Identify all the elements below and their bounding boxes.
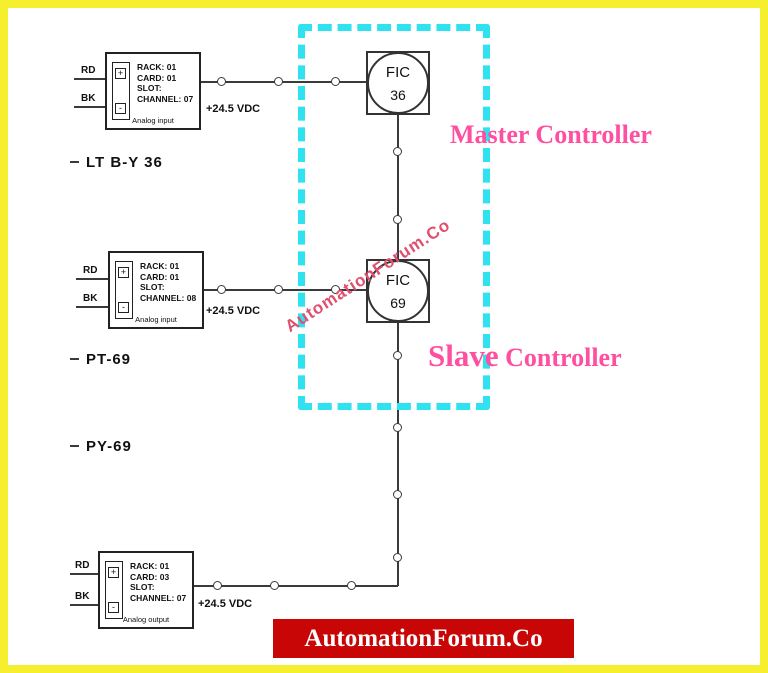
connection-node bbox=[393, 490, 402, 499]
connection-node bbox=[217, 77, 226, 86]
signal-card2-to-fic69 bbox=[204, 289, 366, 291]
footer-banner: AutomationForum.Co bbox=[273, 619, 574, 658]
controller-fic-36: FIC 36 bbox=[366, 51, 430, 115]
wire-bk-card1 bbox=[74, 106, 111, 108]
rack-label: RACK: 01 bbox=[140, 261, 180, 271]
connection-node bbox=[270, 581, 279, 590]
slave-rest: Controller bbox=[498, 343, 622, 372]
wire-bk-card2 bbox=[76, 306, 114, 308]
connection-node bbox=[393, 553, 402, 562]
minus-terminal: - bbox=[108, 602, 119, 613]
plus-terminal: + bbox=[108, 567, 119, 578]
channel-label: CHANNEL: 08 bbox=[140, 292, 197, 303]
tag-dash bbox=[70, 445, 79, 447]
io-card-1: + - RACK: 01 CARD: 01 SLOT: CHANNEL: 07 … bbox=[105, 52, 201, 130]
io-card-2-details: RACK: 01 CARD: 01 SLOT: CHANNEL: 08 bbox=[140, 261, 196, 303]
controller-number: 36 bbox=[390, 87, 406, 103]
io-card-1-details: RACK: 01 CARD: 01 SLOT: CHANNEL: 07 bbox=[137, 62, 193, 104]
slave-controller-label: Slave Controller bbox=[428, 338, 622, 374]
connection-node bbox=[393, 423, 402, 432]
terminal-strip: + - bbox=[112, 62, 130, 120]
tag-dash bbox=[70, 358, 79, 360]
controller-function: FIC bbox=[385, 64, 411, 81]
wire-bk-card3 bbox=[70, 604, 103, 606]
master-controller-label: Master Controller bbox=[450, 120, 652, 149]
wire-rd-card3 bbox=[70, 573, 103, 575]
slot-label: SLOT: bbox=[130, 582, 155, 592]
wire-rd-card2 bbox=[76, 278, 114, 280]
connection-node bbox=[393, 215, 402, 224]
terminal-strip: + - bbox=[105, 561, 123, 619]
signal-card1-to-fic36 bbox=[201, 81, 366, 83]
terminal-strip: + - bbox=[115, 261, 133, 319]
connection-node bbox=[331, 285, 340, 294]
tag-pt-69: PT-69 bbox=[86, 351, 132, 368]
wire-label-rd: RD bbox=[83, 265, 98, 276]
signal-fic36-to-fic69 bbox=[397, 115, 399, 259]
io-card-2: + - RACK: 01 CARD: 01 SLOT: CHANNEL: 08 … bbox=[108, 251, 204, 329]
rack-label: RACK: 01 bbox=[130, 561, 170, 571]
card-label: CARD: 01 bbox=[140, 271, 180, 282]
instrument-circle bbox=[367, 52, 429, 114]
card-label: CARD: 01 bbox=[137, 72, 177, 83]
io-card-3: + - RACK: 01 CARD: 03 SLOT: CHANNEL: 07 … bbox=[98, 551, 194, 629]
plus-terminal: + bbox=[118, 267, 129, 278]
io-card-2-type: Analog input bbox=[135, 315, 177, 324]
channel-label: CHANNEL: 07 bbox=[137, 93, 194, 104]
io-card-3-details: RACK: 01 CARD: 03 SLOT: CHANNEL: 07 bbox=[130, 561, 186, 603]
slave-word: Slave bbox=[428, 338, 499, 373]
wire-label-rd: RD bbox=[75, 560, 90, 571]
controller-function: FIC bbox=[385, 272, 411, 289]
signal-bottom-to-card3 bbox=[194, 585, 398, 587]
minus-terminal: - bbox=[115, 103, 126, 114]
connection-node bbox=[217, 285, 226, 294]
controller-number: 69 bbox=[390, 295, 406, 311]
tag-dash bbox=[70, 161, 79, 163]
io-card-1-type: Analog input bbox=[132, 116, 174, 125]
connection-node bbox=[393, 147, 402, 156]
connection-node bbox=[331, 77, 340, 86]
channel-label: CHANNEL: 07 bbox=[130, 592, 187, 603]
connection-node bbox=[213, 581, 222, 590]
connection-node bbox=[274, 285, 283, 294]
wire-label-bk: BK bbox=[81, 93, 96, 104]
io-card-3-type: Analog output bbox=[122, 615, 170, 624]
connection-node bbox=[274, 77, 283, 86]
supply-label-1: +24.5 VDC bbox=[206, 103, 261, 115]
tag-py-69: PY-69 bbox=[86, 438, 132, 455]
minus-terminal: - bbox=[118, 302, 129, 313]
connection-node bbox=[393, 351, 402, 360]
wire-label-rd: RD bbox=[81, 65, 96, 76]
tag-lt-by-36: LT B-Y 36 bbox=[86, 154, 163, 171]
slot-label: SLOT: bbox=[140, 282, 165, 292]
connection-node bbox=[347, 581, 356, 590]
controller-fic-69: FIC 69 bbox=[366, 259, 430, 323]
slot-label: SLOT: bbox=[137, 83, 162, 93]
plus-terminal: + bbox=[115, 68, 126, 79]
supply-label-2: +24.5 VDC bbox=[206, 305, 261, 317]
controller-highlight-box bbox=[298, 24, 490, 410]
wire-label-bk: BK bbox=[75, 591, 90, 602]
wire-label-bk: BK bbox=[83, 293, 98, 304]
wire-rd-card1 bbox=[74, 78, 111, 80]
card-label: CARD: 03 bbox=[130, 571, 170, 582]
supply-label-3: +24.5 VDC bbox=[198, 598, 253, 610]
instrument-circle bbox=[367, 260, 429, 322]
rack-label: RACK: 01 bbox=[137, 62, 177, 72]
signal-fic69-down bbox=[397, 323, 399, 586]
